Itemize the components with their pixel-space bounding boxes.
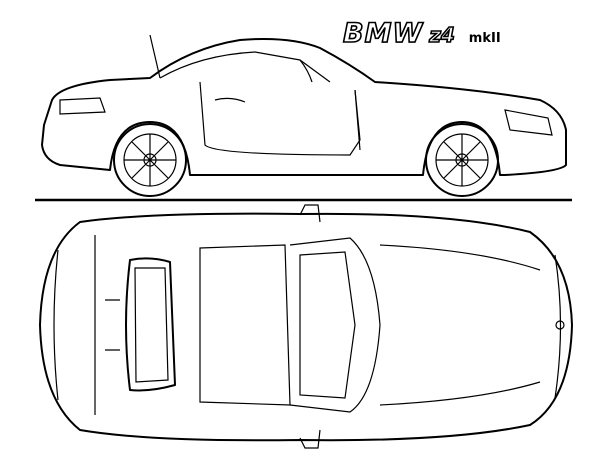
model-text: z4 (428, 22, 455, 48)
brand-text: BMW (342, 17, 424, 50)
side-view (41, 34, 567, 197)
generation-text: mkII (468, 31, 501, 46)
top-view (39, 204, 573, 449)
